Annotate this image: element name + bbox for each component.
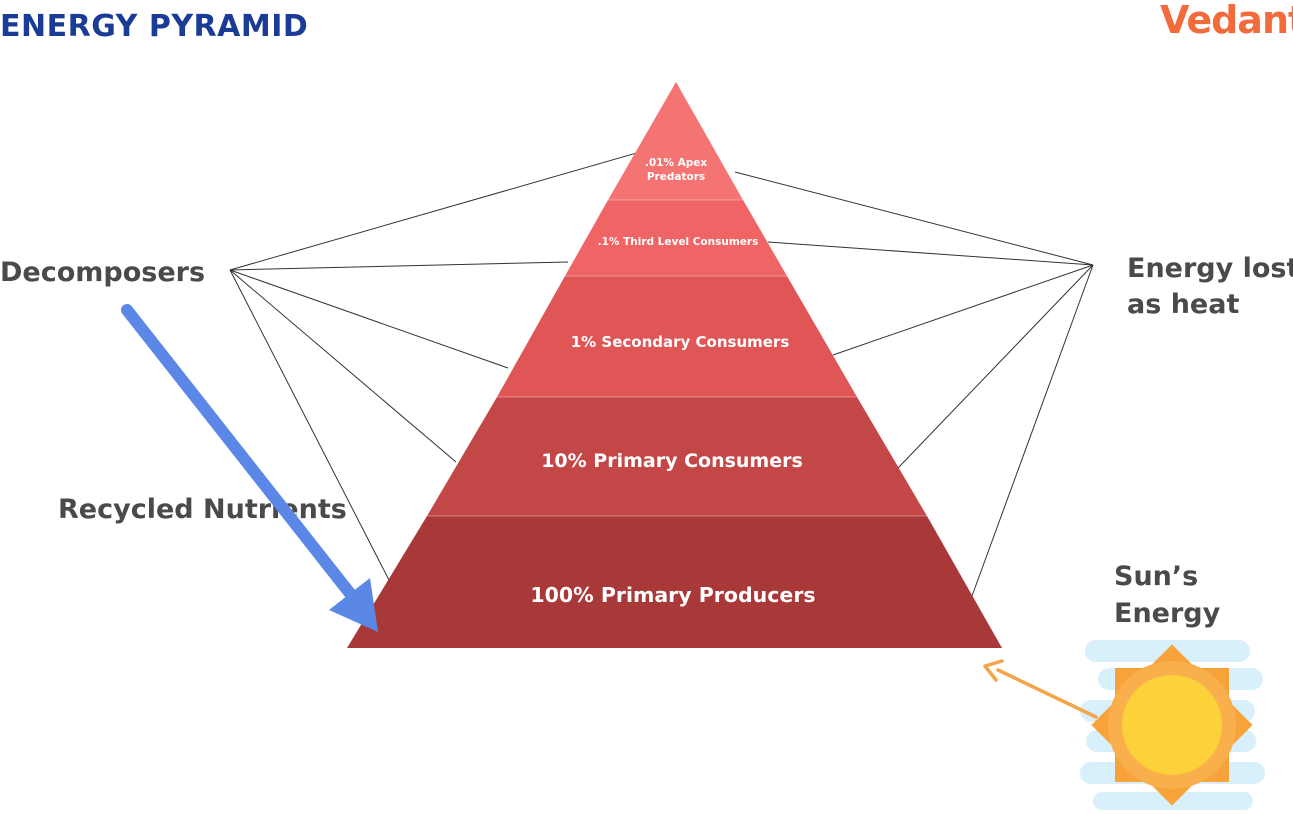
level-label-primary-consumers: 10% Primary Consumers (541, 450, 803, 472)
heat-connector-lines (734, 171, 1094, 597)
decomposer-connector-lines (229, 151, 641, 583)
connector-line (229, 269, 391, 583)
pyramid: .01% Apex Predators .1% Third Level Cons… (347, 82, 1002, 648)
connector-line (767, 241, 1094, 266)
sun-energy-label: Sun’s (1114, 561, 1198, 592)
connector-line (229, 151, 641, 271)
connector-line (971, 264, 1094, 597)
connector-line (832, 264, 1094, 356)
pyramid-level-producers (347, 516, 1002, 648)
vedantu-logo: Vedantu (1160, 0, 1293, 42)
level-label-apex-line2: Predators (647, 171, 705, 183)
page-title: ENERGY PYRAMID (0, 9, 308, 44)
arrow-icon (121, 304, 378, 632)
decomposers-label: Decomposers (0, 257, 205, 288)
connector-line (897, 264, 1094, 469)
connector-line (229, 269, 509, 369)
level-label-secondary: 1% Secondary Consumers (571, 333, 790, 351)
sun-energy-label-line2: Energy (1114, 598, 1221, 629)
pyramid-level-secondary (497, 276, 857, 397)
pyramid-level-apex (608, 82, 743, 200)
recycled-nutrients-label: Recycled Nutrients (58, 494, 347, 525)
sun-icon (1080, 640, 1265, 810)
pyramid-level-primary-consumers (427, 397, 927, 516)
connector-line (734, 171, 1094, 266)
pyramid-level-third (565, 200, 787, 276)
sun-energy-arrow (983, 659, 1098, 719)
level-label-apex: .01% Apex (645, 157, 708, 169)
level-label-third: .1% Third Level Consumers (598, 236, 759, 248)
energy-lost-label: Energy lost (1127, 253, 1293, 284)
connector-line (229, 261, 569, 271)
level-label-producers: 100% Primary Producers (530, 583, 815, 607)
energy-lost-label-line2: as heat (1127, 289, 1239, 320)
connector-line (229, 269, 457, 463)
